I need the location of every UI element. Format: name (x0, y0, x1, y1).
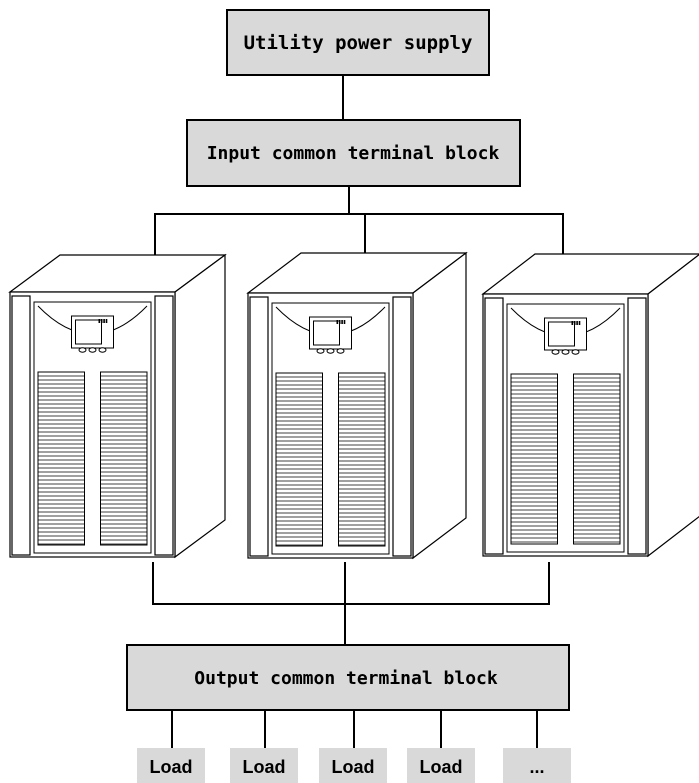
ups-side-face (174, 253, 226, 559)
input-terminal-label: Input common terminal block (207, 143, 500, 164)
ups-vent-left (510, 373, 558, 545)
load-box-1: Load (137, 748, 205, 783)
ups-control-button (88, 347, 97, 353)
ups-vent-right (338, 372, 386, 547)
wiring (152, 75, 564, 748)
ups-control-button (78, 347, 87, 353)
load-label-more: ... (529, 757, 544, 777)
ups-left-rail (484, 297, 504, 555)
ups-left-rail (11, 295, 31, 556)
ups-status-led (571, 321, 574, 325)
utility-power-label: Utility power supply (244, 32, 473, 54)
ups-lcd-screen (75, 319, 102, 345)
wire-input-bus (154, 213, 564, 280)
ups-right-rail (392, 296, 412, 557)
ups-vent-right (573, 373, 621, 545)
ups-status-led (105, 319, 108, 323)
ups-control-button (326, 348, 335, 354)
ups-left-rail (249, 296, 269, 557)
load-label-3: Load (332, 757, 375, 777)
ups-lcd-screen (313, 320, 340, 346)
load-label-1: Load (150, 757, 193, 777)
ups-status-led (341, 320, 343, 324)
wire-output-bus (152, 562, 550, 605)
ups-vent-left (275, 372, 323, 547)
output-terminal-label: Output common terminal block (194, 668, 498, 689)
ups-vent-right (100, 371, 148, 546)
ups-control-button (561, 349, 570, 355)
ups-lcd-screen (548, 321, 575, 347)
ups-status-led (338, 320, 341, 324)
load-box-4: Load (407, 748, 475, 783)
ups-control-button (571, 349, 580, 355)
ups-control-button (98, 347, 107, 353)
ups-status-led (103, 319, 105, 323)
input-terminal-box: Input common terminal block (186, 119, 521, 187)
load-box-2: Load (230, 748, 298, 783)
ups-status-led (573, 321, 576, 325)
ups-status-led (343, 320, 346, 324)
ups-unit-3 (481, 253, 699, 558)
load-box-3: Load (319, 748, 387, 783)
ups-status-led (578, 321, 581, 325)
ups-side-face (412, 251, 467, 560)
ups-unit-2 (246, 251, 468, 560)
load-box-more: ... (503, 748, 571, 783)
load-label-2: Load (243, 757, 286, 777)
ups-status-led (336, 320, 339, 324)
loads-row: Load Load Load Load ... (137, 748, 571, 783)
ups-unit-1 (8, 253, 227, 559)
load-label-4: Load (420, 757, 463, 777)
ups-status-led (98, 319, 101, 323)
output-terminal-box: Output common terminal block (126, 644, 570, 711)
ups-side-face (647, 254, 699, 558)
ups-right-rail (154, 295, 174, 556)
ups-control-button (336, 348, 345, 354)
utility-power-box: Utility power supply (226, 9, 490, 76)
ups-control-button (551, 349, 560, 355)
ups-status-led (576, 321, 578, 325)
ups-vent-left (37, 371, 85, 546)
ups-status-led (100, 319, 103, 323)
ups-right-rail (627, 297, 647, 555)
ups-control-button (316, 348, 325, 354)
ups-units (8, 251, 699, 560)
